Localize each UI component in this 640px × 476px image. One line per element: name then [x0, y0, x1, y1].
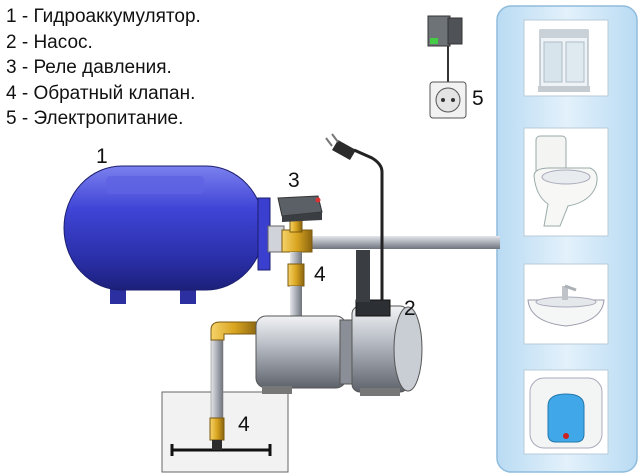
foot-check-valve — [209, 417, 225, 441]
callout-accumulator: 1 — [96, 145, 108, 168]
suction-pipe — [210, 339, 224, 421]
legend-item-check-valve: 4 - Обратный клапан. — [6, 82, 196, 104]
legend-item-pressure-switch: 3 - Реле давления. — [6, 57, 172, 78]
callout-power-supply: 5 — [472, 87, 484, 110]
hydroaccumulator-tank — [63, 165, 285, 304]
power-plug-icon — [325, 133, 356, 160]
check-valve — [287, 263, 305, 287]
sink-icon — [523, 263, 609, 345]
legend: 1 - Гидроаккумулятор. 2 - Насос. 3 - Рел… — [6, 4, 201, 132]
pump — [255, 299, 423, 396]
callout-check-valve-well: 4 — [238, 413, 250, 436]
power-switch-icon — [427, 15, 463, 47]
callout-pump: 2 — [404, 297, 416, 320]
shower-cabin-icon — [523, 19, 609, 97]
water-heater-icon — [523, 369, 609, 455]
well — [161, 391, 289, 473]
main-pipe — [300, 236, 500, 249]
toilet-icon — [523, 127, 609, 237]
legend-item-pump: 2 - Насос. — [6, 31, 93, 53]
legend-item-accumulator: 1 - Гидроаккумулятор. — [6, 6, 201, 27]
callout-pressure-switch: 3 — [288, 169, 300, 192]
inlet-elbow — [210, 321, 259, 341]
callout-check-valve-top: 4 — [314, 263, 326, 286]
legend-item-power-supply: 5 - Электропитание. — [6, 108, 184, 129]
power-outlet-icon — [429, 81, 467, 119]
pressure-switch — [277, 195, 323, 222]
